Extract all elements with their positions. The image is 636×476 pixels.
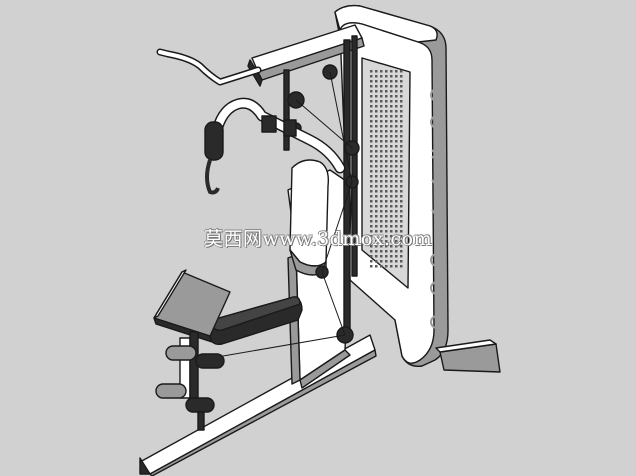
leg-extension xyxy=(155,331,225,431)
cables xyxy=(199,71,353,361)
stack-perforation xyxy=(368,70,404,270)
lat-pulldown-bar xyxy=(156,48,262,86)
back-pad xyxy=(289,159,330,276)
housing-letters xyxy=(430,88,444,329)
watermark-text: 莫西网www.3dmox.com xyxy=(204,228,433,250)
press-arm xyxy=(204,97,346,195)
rear-foot xyxy=(435,339,501,373)
seat-pad xyxy=(209,296,303,345)
weight-stack-housing xyxy=(334,4,449,367)
